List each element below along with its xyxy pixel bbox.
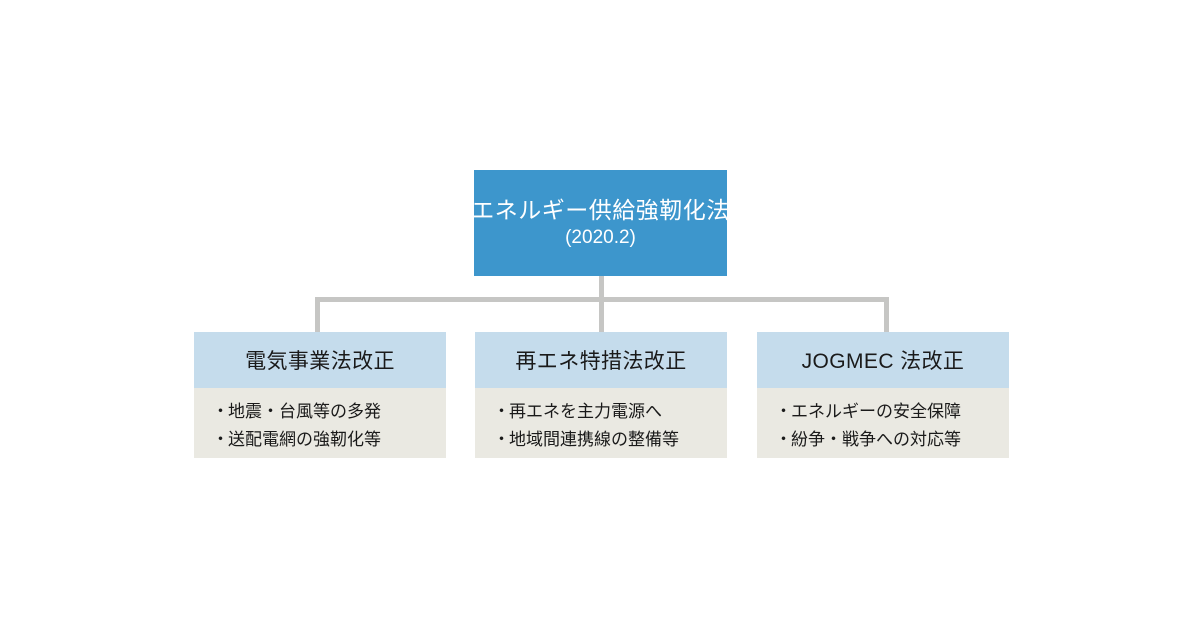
root-node-energy-supply-resilience-act[interactable]: エネルギー供給強靭化法 (2020.2) xyxy=(471,170,730,276)
child-node-body: ・ 地震・台風等の多発 ・ 送配電網の強靭化等 xyxy=(194,388,446,458)
child-node-header: 再エネ特措法改正 xyxy=(475,332,727,388)
child-node-renewable-energy-special-measures-act[interactable]: 再エネ特措法改正 ・ 再エネを主力電源へ ・ 地域間連携線の整備等 xyxy=(475,332,727,458)
list-item-label: 送配電網の強靭化等 xyxy=(228,430,381,449)
bullet-icon: ・ xyxy=(775,402,792,421)
child-node-header: 電気事業法改正 xyxy=(194,332,446,388)
list-item-label: エネルギーの安全保障 xyxy=(791,402,961,421)
bullet-icon: ・ xyxy=(493,430,510,449)
list-item-label: 地震・台風等の多発 xyxy=(228,402,381,421)
connector-stem-vertical xyxy=(599,276,604,302)
list-item: ・ 地域間連携線の整備等 xyxy=(493,426,727,454)
root-node-subtitle: (2020.2) xyxy=(565,227,636,248)
connector-drop-middle xyxy=(599,297,604,333)
list-item: ・ 送配電網の強靭化等 xyxy=(212,426,446,454)
child-node-header-label: 電気事業法改正 xyxy=(245,350,395,373)
list-item: ・ 地震・台風等の多発 xyxy=(212,398,446,426)
bullet-icon: ・ xyxy=(775,430,792,449)
child-node-header-label: JOGMEC 法改正 xyxy=(801,350,965,373)
list-item-label: 再エネを主力電源へ xyxy=(509,402,662,421)
root-node-title: エネルギー供給強靭化法 xyxy=(471,197,730,223)
bullet-icon: ・ xyxy=(212,402,229,421)
list-item: ・ エネルギーの安全保障 xyxy=(775,398,1009,426)
bullet-icon: ・ xyxy=(212,430,229,449)
bullet-icon: ・ xyxy=(493,402,510,421)
list-item-label: 地域間連携線の整備等 xyxy=(509,430,679,449)
list-item-label: 紛争・戦争への対応等 xyxy=(791,430,961,449)
list-item: ・ 再エネを主力電源へ xyxy=(493,398,727,426)
child-node-electricity-business-act[interactable]: 電気事業法改正 ・ 地震・台風等の多発 ・ 送配電網の強靭化等 xyxy=(194,332,446,458)
child-node-header-label: 再エネ特措法改正 xyxy=(515,350,687,373)
list-item: ・ 紛争・戦争への対応等 xyxy=(775,426,1009,454)
connector-drop-left xyxy=(315,297,320,333)
child-node-header: JOGMEC 法改正 xyxy=(757,332,1009,388)
child-node-body: ・ 再エネを主力電源へ ・ 地域間連携線の整備等 xyxy=(475,388,727,458)
connector-drop-right xyxy=(884,297,889,333)
child-node-body: ・ エネルギーの安全保障 ・ 紛争・戦争への対応等 xyxy=(757,388,1009,458)
child-node-jogmec-act[interactable]: JOGMEC 法改正 ・ エネルギーの安全保障 ・ 紛争・戦争への対応等 xyxy=(757,332,1009,458)
